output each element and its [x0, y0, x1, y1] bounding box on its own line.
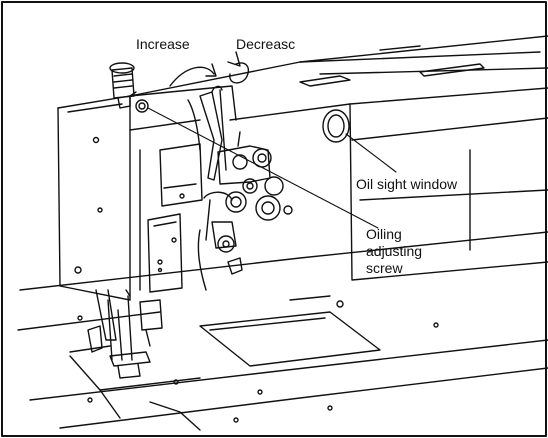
leader-lines: [147, 107, 397, 229]
thread-mechanism: [187, 85, 293, 291]
machine-bed: [17, 231, 548, 431]
label-oiling-line-2: adjusting: [366, 243, 423, 259]
machine-arm: [129, 35, 548, 281]
oiling-screw-cap: [135, 99, 149, 113]
oil-window-leader: [345, 133, 397, 173]
label-oiling-line-3: screw: [366, 260, 403, 276]
adjust-arrows: [169, 51, 250, 87]
label-decrease: Decreasc: [236, 36, 296, 52]
label-oiling-adjusting-screw: Oiling adjusting screw: [366, 226, 422, 277]
label-oiling-line-1: Oiling: [366, 226, 402, 242]
label-oil-sight-window: Oil sight window: [356, 176, 458, 192]
needle-area: [69, 289, 201, 419]
machine-head: [57, 85, 237, 301]
oil-sight-window-shape: [322, 109, 350, 143]
oiling-screw-leader: [147, 107, 379, 229]
top-knob: [109, 62, 135, 109]
label-increase: Increase: [136, 36, 190, 52]
